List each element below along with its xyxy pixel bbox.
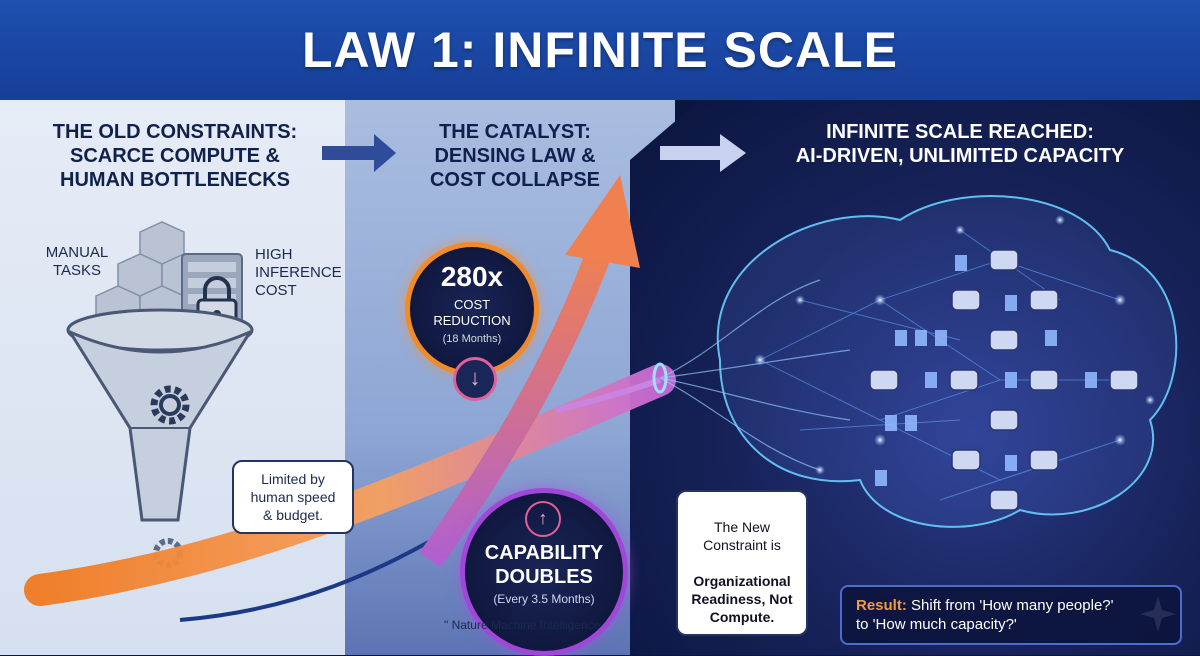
glow-nodes xyxy=(754,215,1155,475)
result-box: Result: Shift from 'How many people?' to… xyxy=(840,585,1182,645)
inference-cost-label: HIGH INFERENCE COST xyxy=(255,246,342,299)
new-constraint-emphasis: Organizational Readiness, Not Compute. xyxy=(691,573,793,625)
cost-reduction-value: 280x xyxy=(440,261,504,292)
old-constraints-heading: THE OLD CONSTRAINTS: SCARCE COMPUTE & HU… xyxy=(52,121,298,191)
new-constraint-intro: The New Constraint is xyxy=(703,519,781,553)
new-constraint-callout: The New Constraint is Organizational Rea… xyxy=(676,490,808,636)
result-statement: Shift from 'How many people?' to 'How mu… xyxy=(856,597,1114,633)
page-title: LAW 1: INFINITE SCALE xyxy=(302,22,898,78)
robot-icon xyxy=(869,249,1139,511)
source-footnote: " Nature Machine Intelligence xyxy=(444,618,601,632)
cost-reduction-label: COST REDUCTION xyxy=(433,297,511,328)
gear-icon xyxy=(150,385,190,425)
capability-circle: ↑ CAPABILITY DOUBLES (Every 3.5 Months) xyxy=(460,488,628,656)
cost-reduction-circle: 280x COST REDUCTION (18 Months) xyxy=(405,242,539,376)
cost-reduction-period: (18 Months) xyxy=(442,333,502,345)
ai-network xyxy=(652,195,1178,528)
big-growth-arrow xyxy=(419,175,640,568)
arrow-right-icon xyxy=(660,134,746,172)
result-text: Result: Shift from 'How many people?' to… xyxy=(856,596,1114,634)
result-label: Result: xyxy=(856,597,907,614)
limit-callout: Limited by human speed & budget. xyxy=(232,460,354,534)
funnel-icon xyxy=(66,308,254,522)
document-icon xyxy=(875,255,1097,486)
title-banner: LAW 1: INFINITE SCALE xyxy=(0,0,1200,100)
capability-title: CAPABILITY DOUBLES xyxy=(484,542,604,588)
arrow-down-icon: ↓ xyxy=(453,357,497,401)
capability-period: (Every 3.5 Months) xyxy=(493,592,595,606)
arrow-right-icon xyxy=(322,134,396,172)
arrow-up-icon: ↑ xyxy=(525,501,561,537)
infinite-scale-heading: INFINITE SCALE REACHED: AI-DRIVEN, UNLIM… xyxy=(795,121,1125,167)
manual-tasks-label: MANUAL TASKS xyxy=(45,244,109,279)
catalyst-heading: THE CATALYST: DENSING LAW & COST COLLAPS… xyxy=(429,121,600,191)
